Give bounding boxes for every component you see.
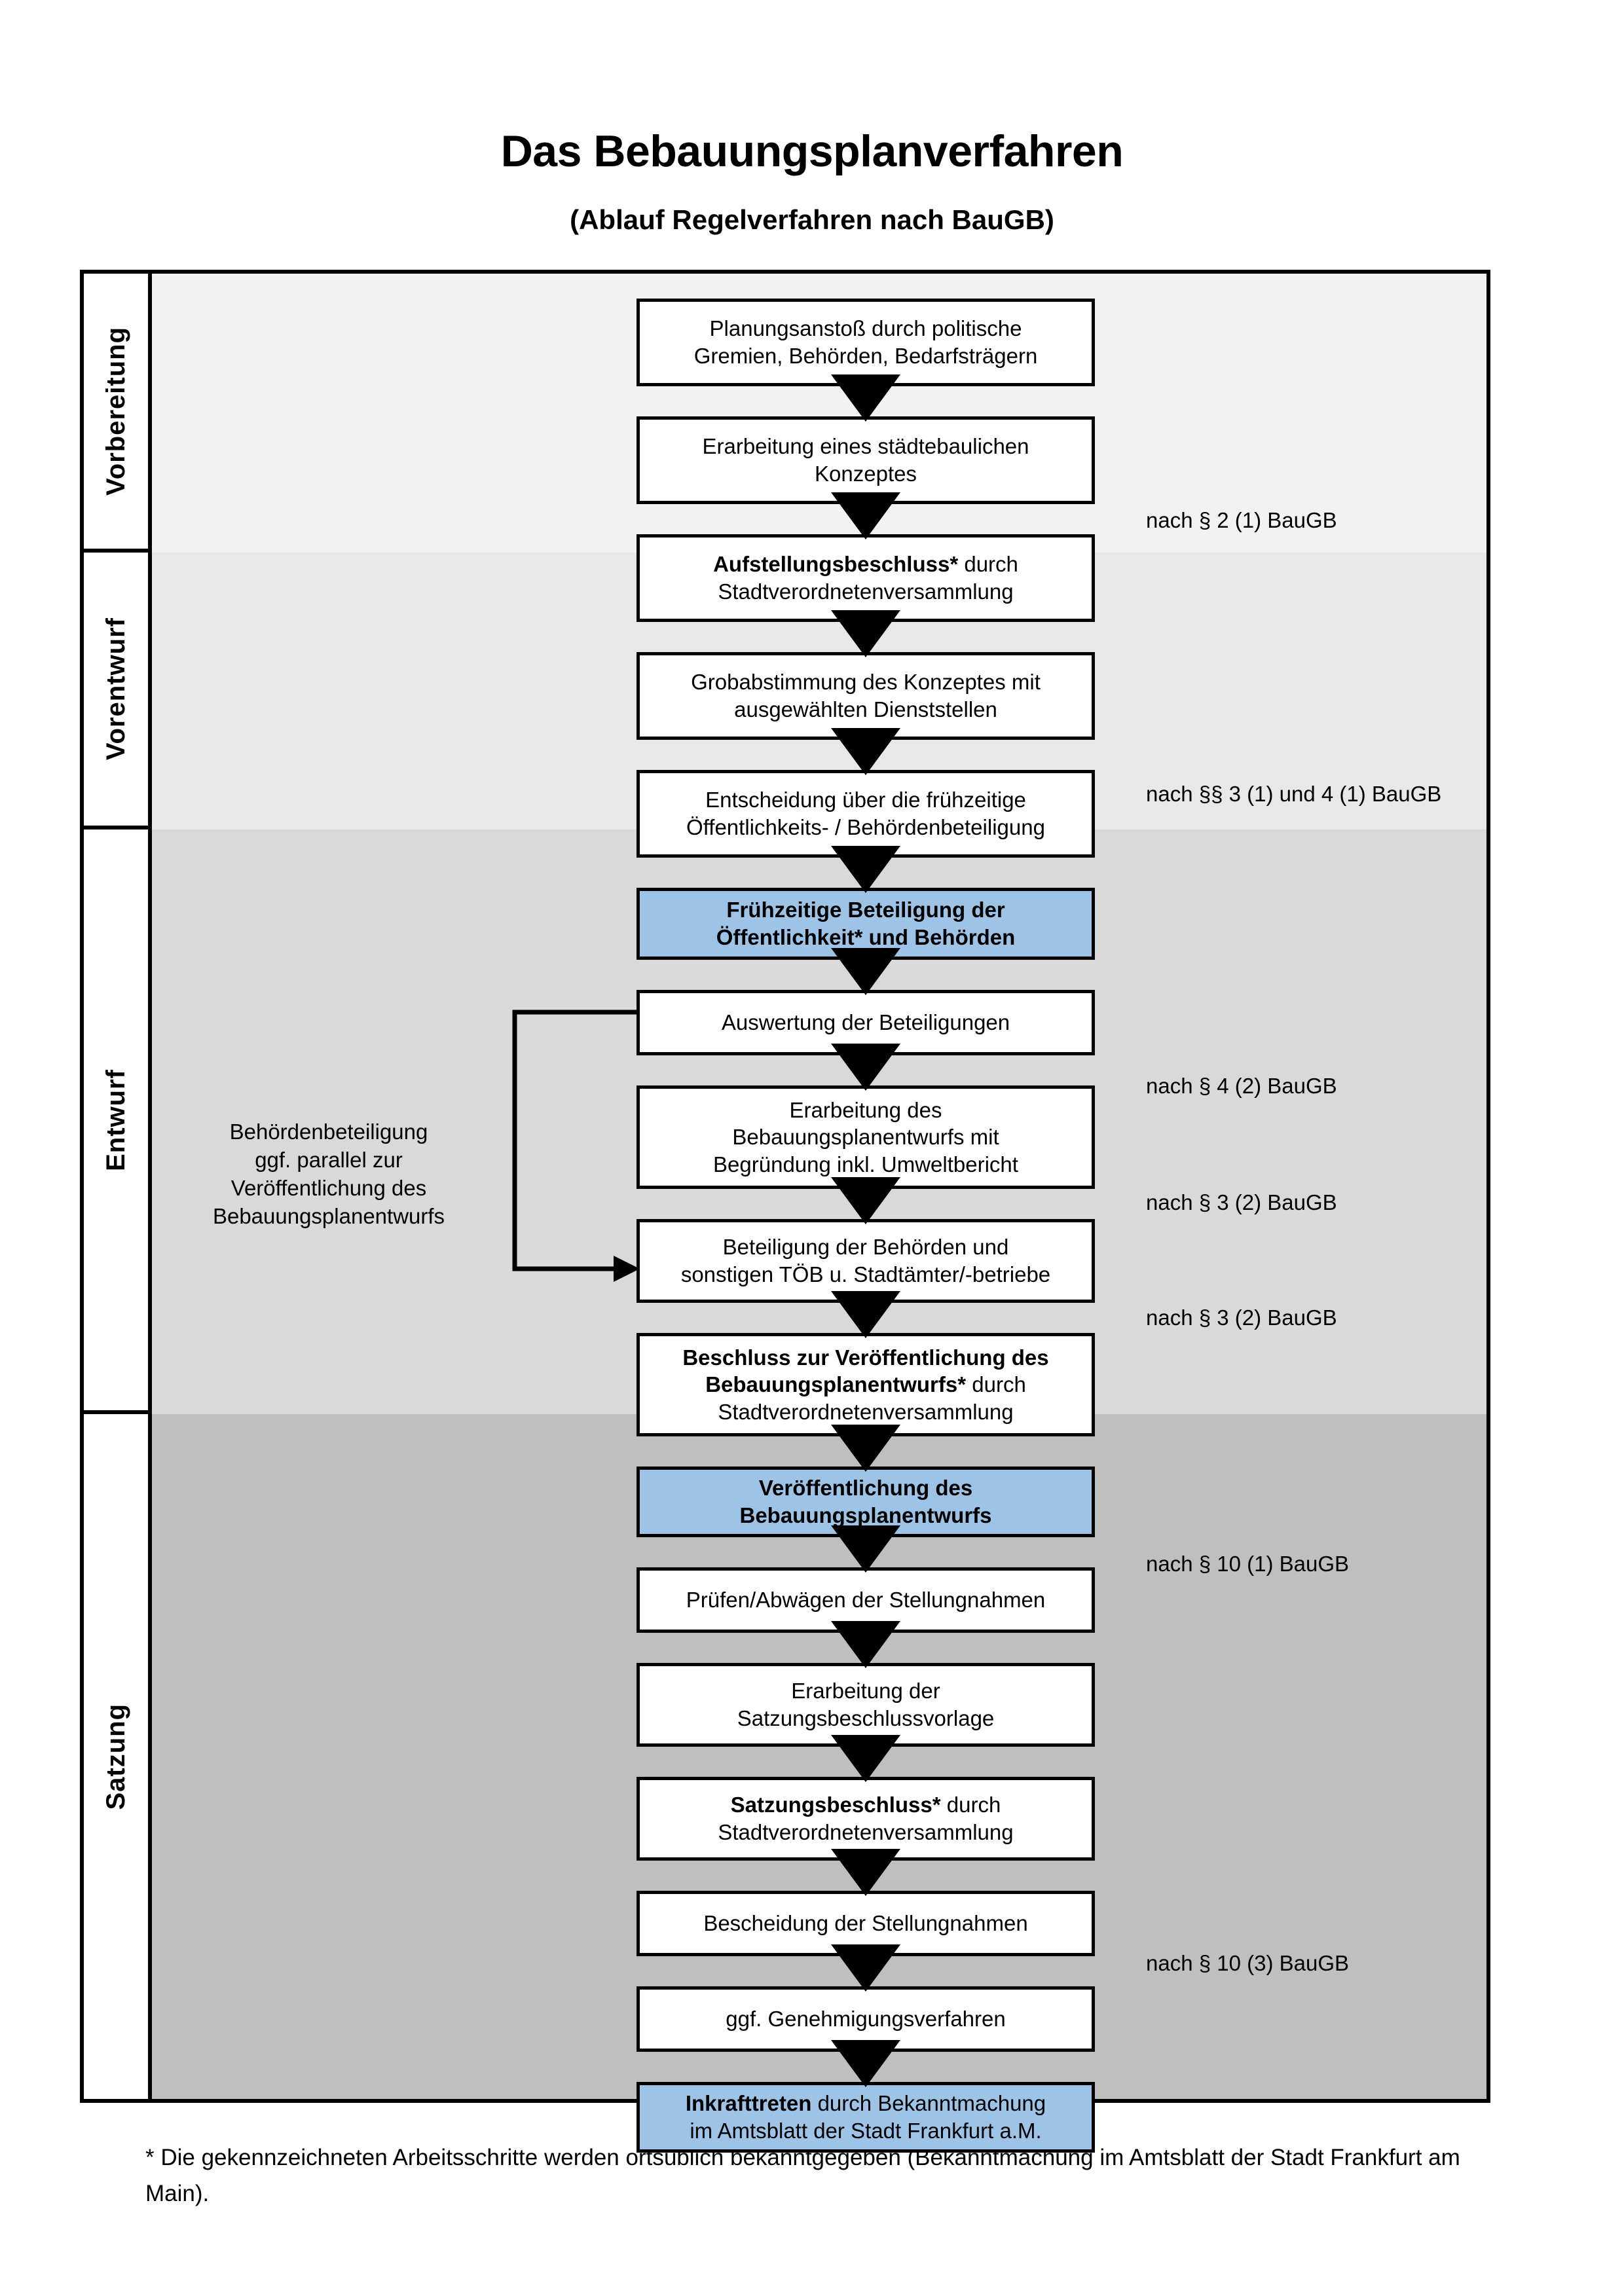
step-line: Beteiligung der Behörden und <box>722 1235 1009 1260</box>
step-line: Prüfen/Abwägen der Stellungnahmen <box>686 1588 1046 1613</box>
flow-arrow-down-icon <box>637 960 1095 990</box>
process-flow-diagram: Vorbereitung Vorentwurf Entwurf Satzung … <box>80 270 1490 2153</box>
step-planungsanstoss[interactable]: Planungsanstoß durch politische Gremien,… <box>637 299 1095 386</box>
flow-arrow-down-icon <box>637 1303 1095 1333</box>
phase-label-text: Satzung <box>101 1703 130 1810</box>
flow-arrow-down-icon <box>637 1633 1095 1663</box>
phase-label-text: Vorbereitung <box>101 327 130 496</box>
parallel-annotation-line: Bebauungsplanentwurfs <box>212 1203 445 1228</box>
parallel-annotation-line: Behördenbeteiligung <box>229 1120 428 1144</box>
step-line: Öffentlichkeit* und Behörden <box>716 925 1016 949</box>
step-line: Erarbeitung eines städtebaulichen <box>702 434 1029 459</box>
flow-arrow-down-icon <box>637 740 1095 770</box>
step-line: Stadtverordnetenversammlung <box>718 1820 1014 1844</box>
step-line: Bebauungsplanentwurfs* durch <box>705 1371 1026 1398</box>
step-line: Gremien, Behörden, Bedarfsträgern <box>693 344 1038 368</box>
step-line: Beschluss zur Veröffentlichung des <box>682 1345 1049 1370</box>
phase-label-satzung: Satzung <box>84 1414 148 2099</box>
flow-arrow-down-icon <box>637 1189 1095 1219</box>
page-subtitle: (Ablauf Regelverfahren nach BauGB) <box>570 204 1054 235</box>
step-line: Begründung inkl. Umweltbericht <box>713 1152 1018 1176</box>
step-line: Frühzeitige Beteiligung der <box>726 898 1005 922</box>
phase-label-column: Vorbereitung Vorentwurf Entwurf Satzung <box>84 274 152 2099</box>
step-line: Entscheidung über die frühzeitige <box>705 788 1026 812</box>
step-satzungsbeschluss[interactable]: Satzungsbeschluss* durch Stadtverordnete… <box>637 1777 1095 1861</box>
flow-arrow-down-icon <box>637 858 1095 888</box>
flow-arrow-down-icon <box>637 1956 1095 1986</box>
statute-note-3: nach § 4 (2) BauGB <box>1146 1074 1337 1098</box>
step-line-regular: durch <box>966 1372 1026 1397</box>
step-erarbeitung-bebauungsplanentwurf[interactable]: Erarbeitung des Bebauungsplanentwurfs mi… <box>637 1085 1095 1189</box>
statute-note-7: nach § 10 (3) BauGB <box>1146 1951 1350 1975</box>
step-inkrafttreten[interactable]: Inkrafttreten durch Bekanntmachung im Am… <box>637 2082 1095 2153</box>
flow-arrow-down-icon <box>637 2052 1095 2082</box>
step-line: Stadtverordnetenversammlung <box>718 579 1014 604</box>
process-step-column: Planungsanstoß durch politische Gremien,… <box>637 274 1095 2153</box>
step-pruefen-abwaegen[interactable]: Prüfen/Abwägen der Stellungnahmen <box>637 1567 1095 1633</box>
step-entscheidung-fruehzeitige-beteiligung[interactable]: Entscheidung über die frühzeitige Öffent… <box>637 770 1095 858</box>
phase-label-text: Entwurf <box>101 1068 130 1171</box>
step-line: Bescheidung der Stellungnahmen <box>703 1911 1028 1936</box>
statute-note-6: nach § 10 (1) BauGB <box>1146 1552 1350 1576</box>
parallel-annotation: Behördenbeteiligung ggf. parallel zur Ve… <box>191 1118 466 1231</box>
step-line: Planungsanstoß durch politische <box>709 316 1022 341</box>
step-line: Konzeptes <box>815 462 917 486</box>
flow-arrow-down-icon <box>637 386 1095 416</box>
phase-body-column: Behördenbeteiligung ggf. parallel zur Ve… <box>152 274 1486 2153</box>
feedback-loop-arrow <box>512 1010 640 1282</box>
step-line: Stadtverordnetenversammlung <box>718 1399 1014 1424</box>
step-line-bold: Satzungsbeschluss* <box>730 1793 941 1817</box>
flow-arrow-down-icon <box>637 504 1095 534</box>
step-beteiligung-behoerden-toeb[interactable]: Beteiligung der Behörden und sonstigen T… <box>637 1219 1095 1303</box>
page-title: Das Bebauungsplanverfahren <box>500 126 1124 176</box>
step-line: Aufstellungsbeschluss* durch <box>713 551 1018 578</box>
flow-arrow-down-icon <box>637 1537 1095 1567</box>
step-line: Bebauungsplanentwurfs mit <box>732 1125 999 1150</box>
step-line: im Amtsblatt der Stadt Frankfurt a.M. <box>690 2119 1042 2143</box>
step-line: Auswertung der Beteiligungen <box>721 1010 1010 1035</box>
step-line-bold: Bebauungsplanentwurfs* <box>705 1372 967 1397</box>
flow-arrow-down-icon <box>637 622 1095 652</box>
step-line: Veröffentlichung des <box>758 1476 973 1501</box>
step-line: Öffentlichkeits- / Behördenbeteiligung <box>686 815 1045 839</box>
step-line: Grobabstimmung des Konzeptes mit <box>691 670 1041 695</box>
step-aufstellungsbeschluss[interactable]: Aufstellungsbeschluss* durch Stadtverord… <box>637 534 1095 622</box>
phase-label-text: Vorentwurf <box>101 617 130 761</box>
step-erarbeitung-satzungsbeschlussvorlage[interactable]: Erarbeitung der Satzungsbeschlussvorlage <box>637 1663 1095 1747</box>
step-line: Satzungsbeschlussvorlage <box>737 1706 995 1730</box>
step-line-regular: durch Bekanntmachung <box>811 2091 1046 2116</box>
flow-arrow-down-icon <box>637 1861 1095 1891</box>
step-line: Inkrafttreten durch Bekanntmachung <box>686 2090 1046 2117</box>
parallel-annotation-line: ggf. parallel zur <box>255 1147 403 1172</box>
step-line: sonstigen TÖB u. Stadtämter/-betriebe <box>680 1262 1051 1286</box>
step-line: Bebauungsplanentwurfs <box>739 1503 992 1527</box>
step-line-regular: durch <box>958 552 1018 577</box>
phase-label-entwurf: Entwurf <box>84 829 148 1414</box>
step-line: Erarbeitung des <box>789 1097 942 1122</box>
step-line-bold: Aufstellungsbeschluss* <box>713 552 959 577</box>
step-line: ausgewählten Dienststellen <box>734 697 997 721</box>
flow-arrow-down-icon <box>637 1436 1095 1467</box>
step-grobabstimmung[interactable]: Grobabstimmung des Konzeptes mit ausgewä… <box>637 652 1095 740</box>
flow-arrow-down-icon <box>637 1055 1095 1085</box>
step-staedtebauliches-konzept[interactable]: Erarbeitung eines städtebaulichen Konzep… <box>637 416 1095 504</box>
statute-note-4: nach § 3 (2) BauGB <box>1146 1190 1337 1214</box>
parallel-annotation-line: Veröffentlichung des <box>231 1175 427 1200</box>
phase-label-vorbereitung: Vorbereitung <box>84 274 148 553</box>
step-line: ggf. Genehmigungsverfahren <box>726 2007 1006 2032</box>
statute-note-5: nach § 3 (2) BauGB <box>1146 1305 1337 1330</box>
page-header: Das Bebauungsplanverfahren (Ablauf Regel… <box>0 0 1624 236</box>
statute-note-2: nach §§ 3 (1) und 4 (1) BauGB <box>1146 782 1442 806</box>
statute-note-1: nach § 2 (1) BauGB <box>1146 508 1337 532</box>
step-beschluss-veroeffentlichung[interactable]: Beschluss zur Veröffentlichung des Bebau… <box>637 1333 1095 1436</box>
step-line: Erarbeitung der <box>791 1679 940 1704</box>
flow-arrow-down-icon <box>637 1747 1095 1777</box>
step-line-regular: durch <box>940 1793 1001 1817</box>
step-line-bold: Inkrafttreten <box>685 2091 812 2116</box>
step-line: Satzungsbeschluss* durch <box>731 1791 1001 1819</box>
phase-label-vorentwurf: Vorentwurf <box>84 553 148 829</box>
